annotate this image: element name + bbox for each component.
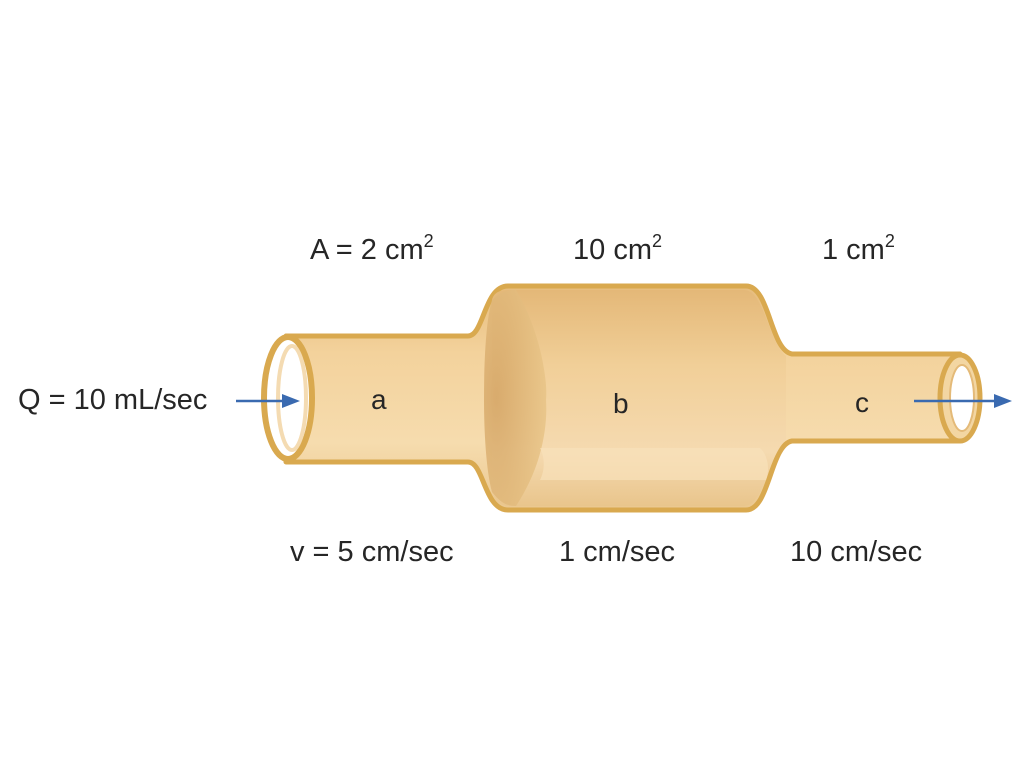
- velocity-label-c: 10 cm/sec: [790, 536, 923, 568]
- flow-rate-label: Q = 10 mL/sec: [18, 384, 208, 416]
- tube-inner-shadow: [484, 290, 547, 506]
- velocity-label-a: v = 5 cm/sec: [290, 536, 454, 568]
- segment-label-c: c: [855, 387, 869, 418]
- area-label-a: A = 2 cm2: [310, 231, 434, 266]
- outflow-arrow: [914, 394, 1012, 408]
- tube-highlight: [540, 448, 768, 480]
- segment-label-b: b: [613, 388, 629, 419]
- area-label-c: 1 cm2: [822, 231, 895, 266]
- area-label-b: 10 cm2: [573, 231, 662, 266]
- velocity-label-b: 1 cm/sec: [559, 536, 676, 568]
- inflow-arrow: [236, 394, 300, 408]
- tube-right-hole: [949, 364, 975, 432]
- segment-label-a: a: [371, 384, 387, 415]
